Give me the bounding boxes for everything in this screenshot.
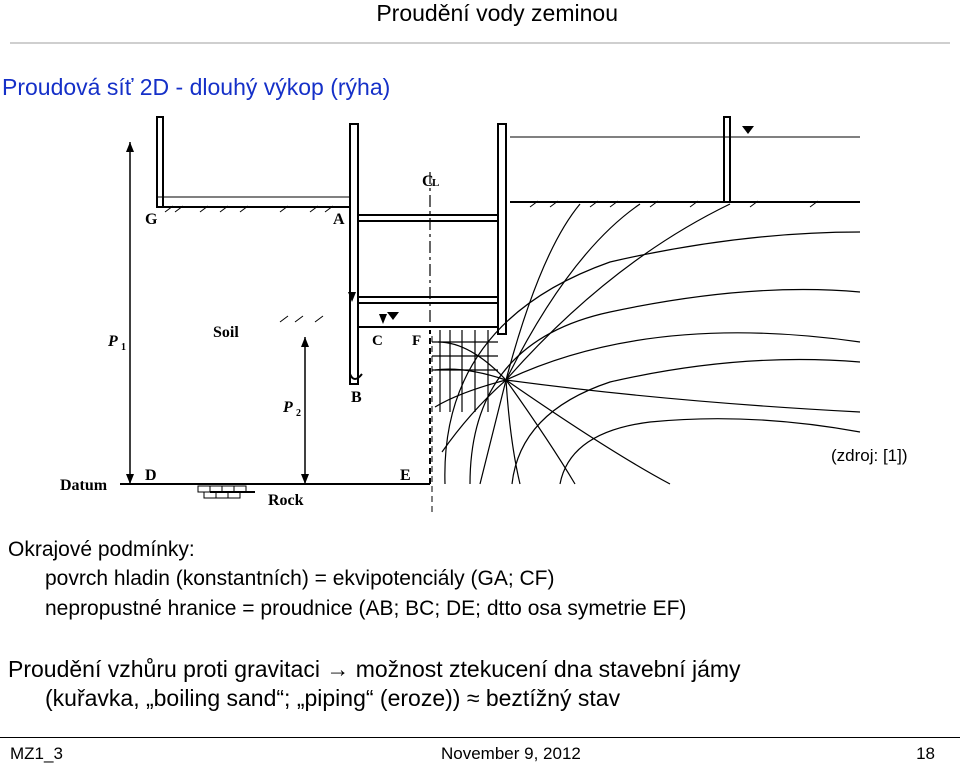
flow-text-line1: Proudění vzhůru proti gravitaci → možnos…	[8, 656, 741, 682]
label-c: C	[372, 333, 383, 349]
footer-page-number: 18	[916, 744, 935, 763]
label-centerline: C	[422, 173, 434, 190]
label-f: F	[412, 333, 421, 349]
flow-text-line2: (kuřavka, „boiling sand“; „piping“ (eroz…	[45, 685, 621, 711]
label-rock: Rock	[268, 492, 304, 509]
label-soil: Soil	[213, 324, 239, 341]
label-b: B	[351, 389, 362, 406]
footer-divider	[0, 737, 960, 738]
label-p2-sub: 2	[296, 408, 301, 419]
label-g: G	[145, 211, 158, 228]
footer-course-code: MZ1_3	[10, 744, 63, 763]
label-p1: P	[107, 333, 118, 350]
header-divider	[10, 42, 950, 44]
boundary-line-equipotentials: povrch hladin (konstantních) = ekvipoten…	[45, 567, 555, 590]
flow-net-lines	[432, 203, 861, 485]
slide-header-title: Proudění vody zeminou	[376, 0, 618, 26]
label-p2: P	[282, 399, 293, 416]
boundary-conditions-heading: Okrajové podmínky:	[8, 538, 195, 561]
label-datum: Datum	[60, 477, 108, 494]
rock-hatch	[197, 485, 247, 499]
left-sheet-pile	[349, 123, 359, 385]
slide-subtitle: Proudová síť 2D - dlouhý výkop (rýha)	[2, 74, 391, 100]
right-sheet-pile	[497, 123, 507, 335]
label-a: A	[333, 211, 345, 228]
label-d: D	[145, 467, 157, 484]
footer-date: November 9, 2012	[441, 744, 581, 763]
label-p1-sub: 1	[121, 342, 126, 353]
label-centerline-sub: L	[432, 177, 439, 189]
label-e: E	[400, 467, 411, 484]
source-note: (zdroj: [1])	[831, 446, 908, 465]
boundary-line-streamlines: nepropustné hranice = proudnice (AB; BC;…	[45, 597, 687, 620]
flow-net-diagram: G A B C F D E Soil Rock Datum P 1 P 2 C …	[60, 116, 861, 512]
